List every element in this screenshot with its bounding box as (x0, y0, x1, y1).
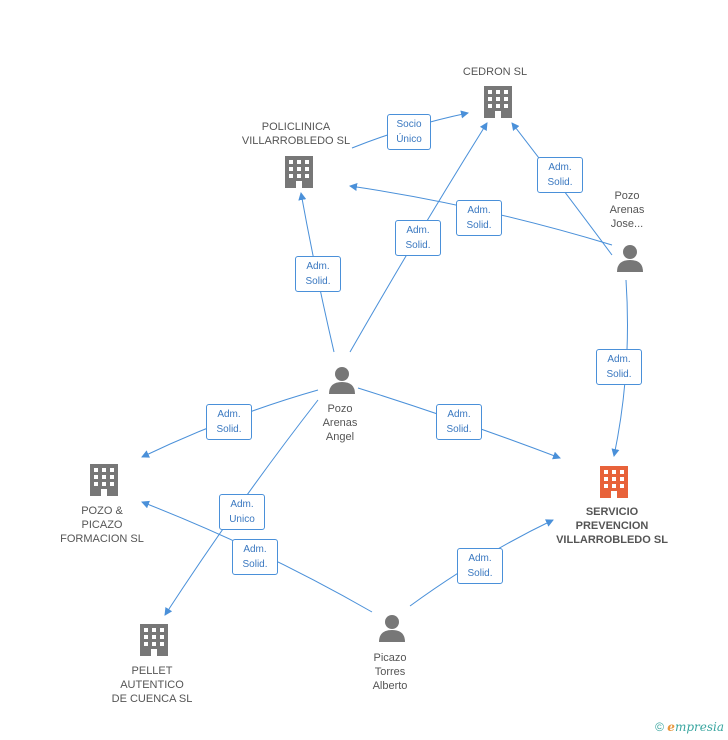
edge-label-adm-solid: Adm. Solid. (537, 157, 583, 193)
company-building-icon (484, 86, 512, 118)
person-icon (379, 615, 405, 642)
edge-label-adm-solid: Adm. Solid. (596, 349, 642, 385)
node-label-pellet[interactable]: PELLET AUTENTICO DE CUENCA SL (111, 665, 193, 705)
edge-label-adm-solid: Adm. Solid. (457, 548, 503, 584)
person-icon (617, 245, 643, 272)
company-building-icon (140, 624, 168, 656)
edge-label-adm-solid: Adm. Solid. (232, 539, 278, 575)
node-label-pozo-jose[interactable]: Pozo Arenas Jose... (609, 190, 645, 230)
company-building-icon (90, 464, 118, 496)
edge-label-adm-solid: Adm. Solid. (295, 256, 341, 292)
edge-label-adm-solid: Adm. Solid. (456, 200, 502, 236)
footer-branding: © empresia (655, 720, 724, 734)
node-label-picazo[interactable]: Picazo Torres Alberto (372, 652, 408, 692)
company-building-icon-highlight (600, 466, 628, 498)
node-label-pozo-angel[interactable]: Pozo Arenas Angel (322, 403, 358, 443)
edge-label-adm-unico: Adm. Unico (219, 494, 265, 530)
empresia-logo[interactable]: empresia (667, 720, 724, 734)
edge-label-adm-solid: Adm. Solid. (436, 404, 482, 440)
person-icon (329, 367, 355, 394)
node-label-servicio[interactable]: SERVICIO PREVENCION VILLARROBLEDO SL (556, 506, 668, 546)
company-building-icon (285, 156, 313, 188)
edge-label-adm-solid: Adm. Solid. (395, 220, 441, 256)
copyright-symbol: © (655, 720, 664, 734)
edge-label-socio-unico: Socio Único (387, 114, 431, 150)
edge-label-adm-solid: Adm. Solid. (206, 404, 252, 440)
node-label-cedron[interactable]: CEDRON SL (462, 66, 528, 78)
node-label-pozo-picazo[interactable]: POZO & PICAZO FORMACION SL (60, 505, 144, 545)
node-label-policlinica[interactable]: POLICLINICA VILLARROBLEDO SL (241, 121, 351, 147)
